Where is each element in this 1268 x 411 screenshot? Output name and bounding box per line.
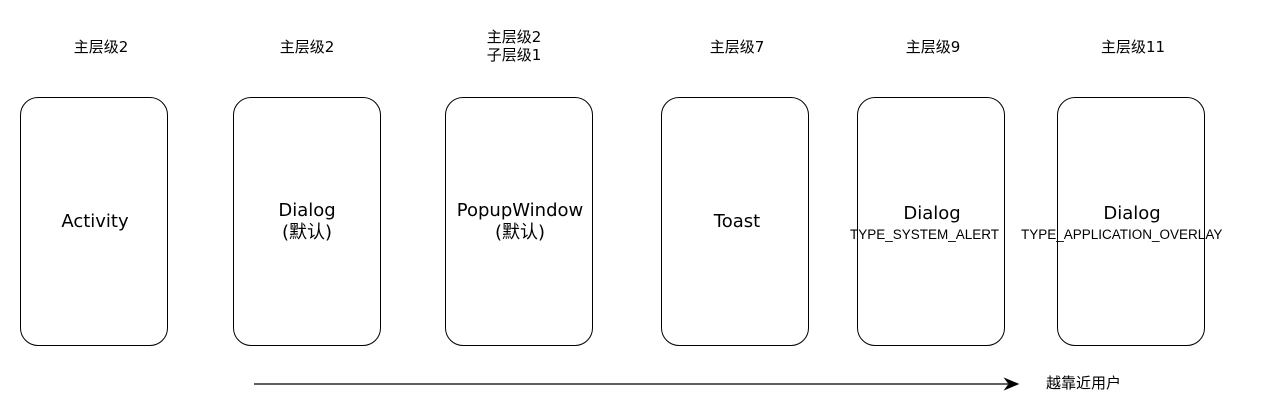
level-label-activity: 主层级2 — [73, 38, 129, 56]
arrow-label: 越靠近用户 — [1046, 374, 1122, 392]
system-alert-dialog-box — [857, 97, 1005, 346]
level-label-dialog-default: 主层级2 — [279, 38, 335, 56]
toast-label: Toast — [713, 211, 761, 232]
dialog-default-window-box — [233, 97, 381, 346]
level-label-popupwindow: 主层级2 子层级1 — [486, 28, 542, 64]
activity-label: Activity — [61, 211, 129, 232]
type-application-overlay-label: TYPE_APPLICATION_OVERLAY — [1021, 227, 1223, 242]
application-overlay-dialog-box — [1057, 97, 1205, 346]
level-label-system-alert: 主层级9 — [905, 38, 961, 56]
direction-arrow — [254, 377, 1020, 391]
level-label-toast: 主层级7 — [709, 38, 765, 56]
popupwindow-window-box — [445, 97, 593, 346]
popupwindow-label: PopupWindow (默认) — [456, 200, 584, 243]
dialog-default-label: Dialog (默认) — [278, 200, 336, 243]
system-alert-dialog-label: Dialog — [903, 203, 961, 224]
toast-window-box — [661, 97, 809, 346]
level-label-application-overlay: 主层级11 — [1100, 38, 1166, 56]
activity-window-box — [20, 97, 168, 346]
application-overlay-dialog-label: Dialog — [1103, 203, 1161, 224]
type-system-alert-label: TYPE_SYSTEM_ALERT — [850, 227, 1000, 242]
